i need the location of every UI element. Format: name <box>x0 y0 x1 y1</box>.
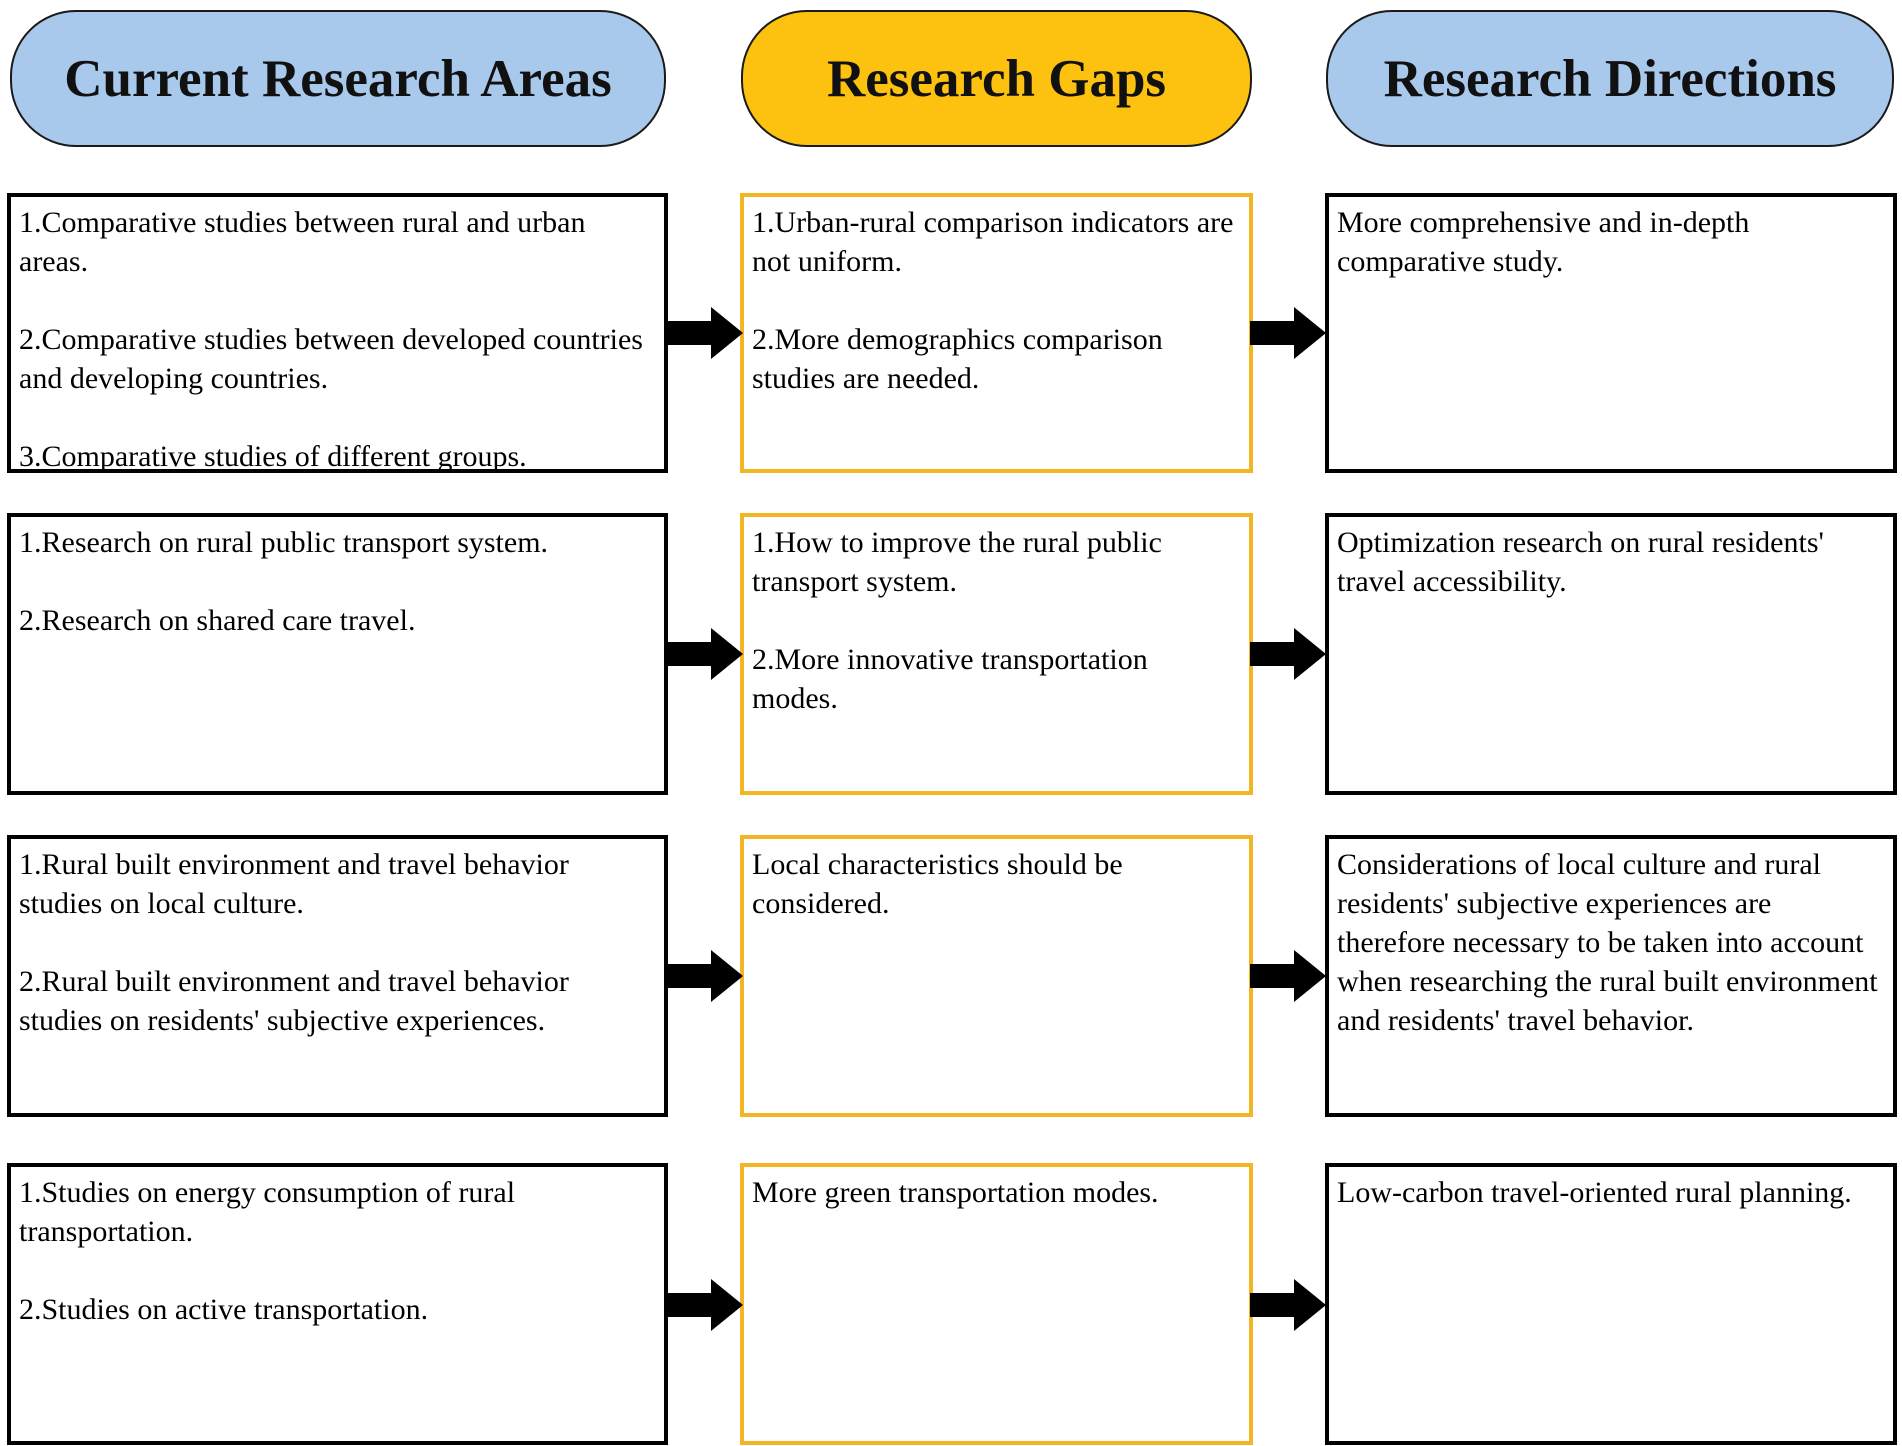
row-1-area-item: 2.Comparative studies between developed … <box>19 323 643 395</box>
header-current-research-areas: Current Research Areas <box>10 10 666 147</box>
row-3-research-directions-box: Considerations of local culture and rura… <box>1325 835 1897 1117</box>
header-research-gaps: Research Gaps <box>741 10 1252 147</box>
row-3-area-item: 2.Rural built environment and travel beh… <box>19 965 569 1037</box>
row-2-areas-to-gaps-arrow-icon <box>667 628 743 680</box>
row-2-area-item: 2.Research on shared care travel. <box>19 604 416 637</box>
row-1-research-areas-box: 1.Comparative studies between rural and … <box>7 193 668 473</box>
row-4-gaps-to-directions-arrow-icon <box>1250 1279 1326 1331</box>
row-1-direction-item: More comprehensive and in-depth comparat… <box>1337 206 1750 278</box>
row-3-area-item: 1.Rural built environment and travel beh… <box>19 848 569 920</box>
row-2-gap-item: 1.How to improve the rural public transp… <box>752 526 1162 598</box>
row-1-area-item: 3.Comparative studies of different group… <box>19 440 527 473</box>
row-4-area-item: 1.Studies on energy consumption of rural… <box>19 1176 516 1248</box>
row-1-research-gaps-box: 1.Urban-rural comparison indicators are … <box>740 193 1253 473</box>
row-2-research-directions-box: Optimization research on rural residents… <box>1325 513 1897 795</box>
row-4-area-item: 2.Studies on active transportation. <box>19 1293 429 1326</box>
row-1-areas-to-gaps-arrow-icon <box>667 307 743 359</box>
row-3-gap-item: Local characteristics should be consider… <box>752 848 1123 920</box>
row-1-area-item: 1.Comparative studies between rural and … <box>19 206 586 278</box>
row-3-areas-to-gaps-arrow-icon <box>667 950 743 1002</box>
row-3-research-gaps-box: Local characteristics should be consider… <box>740 835 1253 1117</box>
row-2-direction-item: Optimization research on rural residents… <box>1337 526 1824 598</box>
header-research-directions: Research Directions <box>1326 10 1894 147</box>
row-1-research-directions-box: More comprehensive and in-depth comparat… <box>1325 193 1897 473</box>
row-2-research-gaps-box: 1.How to improve the rural public transp… <box>740 513 1253 795</box>
row-3-gaps-to-directions-arrow-icon <box>1250 950 1326 1002</box>
row-2-gaps-to-directions-arrow-icon <box>1250 628 1326 680</box>
row-3-direction-item: Considerations of local culture and rura… <box>1337 848 1878 1037</box>
row-1-gap-item: 2.More demographics comparison studies a… <box>752 323 1163 395</box>
row-1-gap-item: 1.Urban-rural comparison indicators are … <box>752 206 1234 278</box>
row-3-research-areas-box: 1.Rural built environment and travel beh… <box>7 835 668 1117</box>
row-4-direction-item: Low-carbon travel-oriented rural plannin… <box>1337 1176 1852 1209</box>
row-4-areas-to-gaps-arrow-icon <box>667 1279 743 1331</box>
row-2-gap-item: 2.More innovative transportation modes. <box>752 643 1148 715</box>
row-4-research-gaps-box: More green transportation modes. <box>740 1163 1253 1445</box>
row-2-research-areas-box: 1.Research on rural public transport sys… <box>7 513 668 795</box>
row-4-research-directions-box: Low-carbon travel-oriented rural plannin… <box>1325 1163 1897 1445</box>
row-4-gap-item: More green transportation modes. <box>752 1176 1159 1209</box>
row-4-research-areas-box: 1.Studies on energy consumption of rural… <box>7 1163 668 1445</box>
row-1-gaps-to-directions-arrow-icon <box>1250 307 1326 359</box>
row-2-area-item: 1.Research on rural public transport sys… <box>19 526 549 559</box>
